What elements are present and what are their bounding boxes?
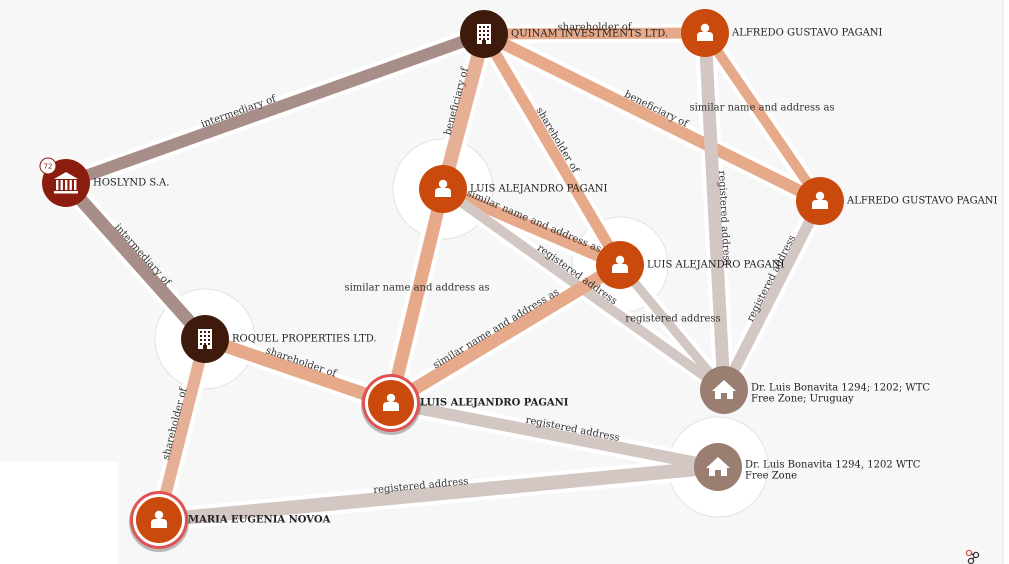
person-icon [435,179,451,197]
edge-luis3-addr2[interactable] [389,397,720,473]
bank-icon [54,172,78,194]
node-label: LUIS ALEJANDRO PAGANI [420,398,569,409]
edge-label: similar name and address as [344,283,489,294]
edge-hoslynd-quinam[interactable] [63,28,487,189]
node-luis2[interactable]: LUIS ALEJANDRO PAGANI [596,241,785,289]
edge-luis3-roquel[interactable] [202,332,394,410]
node-quinam[interactable]: QUINAM INVESTMENTS LTD. [460,10,668,58]
node-label: ALFREDO GUSTAVO PAGANI [731,28,883,39]
nodes-layer: QUINAM INVESTMENTS LTD. ALFREDO GUSTAVO P… [39,9,998,552]
node-label: HOSLYND S.A. [93,178,169,189]
edge-label: registered address [625,314,720,325]
edge-alfredo1-addr1[interactable] [698,32,731,391]
edge-luis1-quinam[interactable] [436,32,491,191]
edge-label: similar name and address as [689,103,834,114]
person-icon [383,393,399,411]
count-badge-text: 72 [44,163,53,171]
edge-quinam-alfredo2[interactable] [481,28,823,207]
node-maria[interactable]: MARIA EUGENIA NOVOA [129,491,331,552]
edge-luis3-luis2[interactable] [387,259,624,409]
edge-hoslynd-roquel[interactable] [61,178,210,344]
edge-label: shareholder of [557,22,632,33]
node-label: QUINAM INVESTMENTS LTD. [511,29,668,40]
edge-alfredo2-addr1[interactable] [719,198,825,393]
edge-luis2-quinam[interactable] [479,31,625,268]
house-icon [706,457,730,476]
node-label: Dr. Luis Bonavita 1294, 1202 WTC [745,460,921,471]
edge-luis3-luis1[interactable] [384,187,450,405]
house-icon [712,380,736,399]
node-roquel[interactable]: ROQUEL PROPERTIES LTD. [181,315,377,363]
person-icon [812,191,828,209]
edge-alfredo1-alfredo2[interactable] [700,30,825,204]
node-label: LUIS ALEJANDRO PAGANI [647,260,785,271]
node-label: MARIA EUGENIA NOVOA [188,515,331,526]
node-label: Dr. Luis Bonavita 1294; 1202; WTC [751,383,930,394]
node-label: LUIS ALEJANDRO PAGANI [470,184,608,195]
edge-luis2-addr1[interactable] [616,262,728,393]
node-luis3[interactable]: LUIS ALEJANDRO PAGANI [361,374,569,435]
edges-layer [58,23,829,531]
node-label: Free Zone [745,471,797,482]
node-alfredo1[interactable]: ALFREDO GUSTAVO PAGANI [681,9,883,57]
edge-maria-roquel[interactable] [153,337,211,522]
node-label: Free Zone; Uruguay [751,394,854,405]
building-icon [477,24,491,44]
count-badge [39,157,57,175]
node-label: ROQUEL PROPERTIES LTD. [232,334,377,345]
person-icon [151,510,167,528]
node-alfredo2[interactable]: ALFREDO GUSTAVO PAGANI [796,177,998,225]
building-icon [198,329,212,349]
person-icon [697,23,713,41]
edge-quinam-alfredo1[interactable] [483,27,706,40]
node-label: ALFREDO GUSTAVO PAGANI [846,196,998,207]
node-luis1[interactable]: LUIS ALEJANDRO PAGANI [419,165,608,213]
edge-label: registered address [716,170,732,266]
edge-luis1-luis2[interactable] [440,183,623,271]
edge-maria-addr2[interactable] [158,460,719,527]
person-icon [612,255,628,273]
